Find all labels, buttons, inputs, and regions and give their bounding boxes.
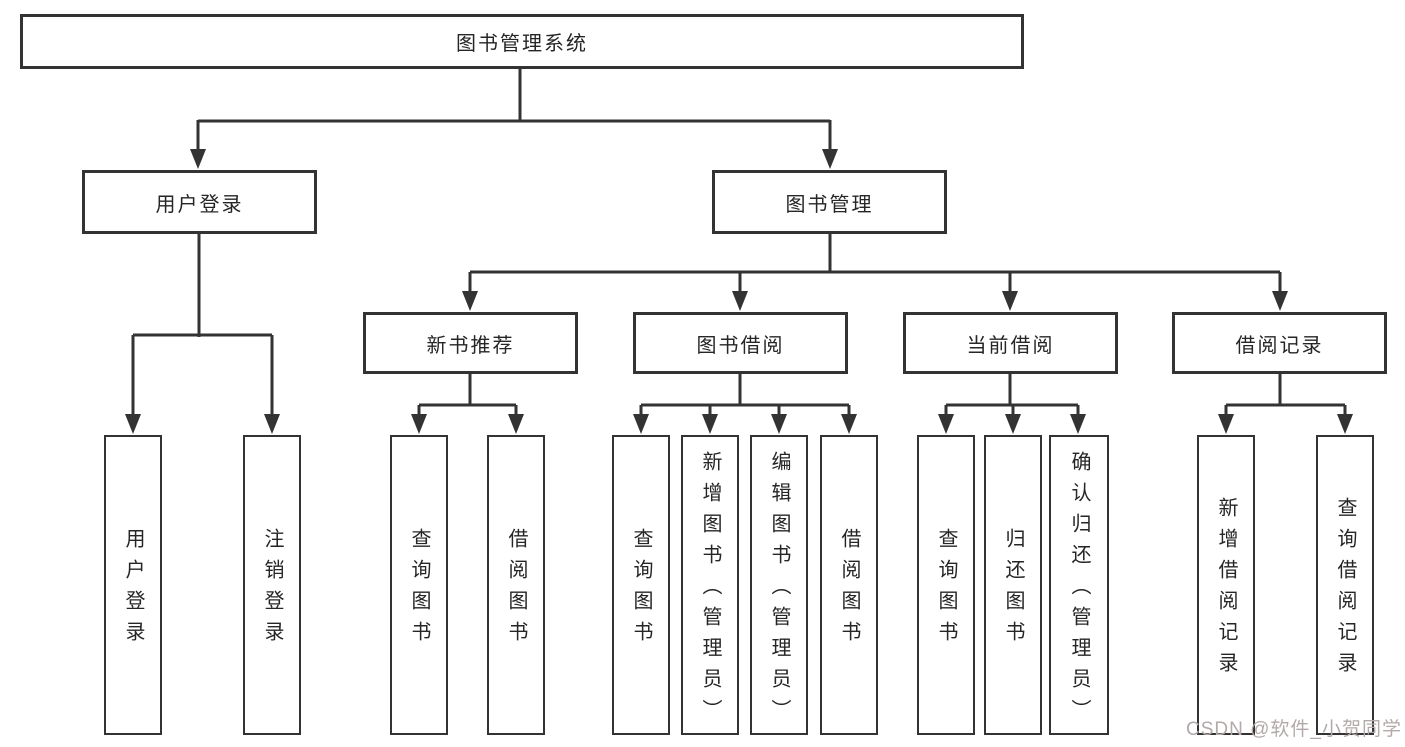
leaf-add-books-admin: 新增图书（管理员） (681, 435, 739, 735)
leaf-logout: 注销登录 (243, 435, 301, 735)
node-new-book-recommendation: 新书推荐 (363, 312, 578, 374)
node-label: 图书管理 (785, 193, 874, 216)
leaf-add-borrow-record: 新增借阅记录 (1197, 435, 1255, 735)
node-book-borrowing: 图书借阅 (633, 312, 848, 374)
node-book-management: 图书管理 (712, 170, 947, 234)
connector-path (131, 69, 1347, 417)
node-library-management-system: 图书管理系统 (20, 14, 1024, 69)
node-label: 查询图书 (630, 528, 652, 652)
leaf-borrow-books-recommend: 借阅图书 (487, 435, 545, 735)
leaf-confirm-return-admin: 确认归还（管理员） (1049, 435, 1109, 735)
leaf-query-borrow-record: 查询借阅记录 (1316, 435, 1374, 735)
leaf-borrow-books: 借阅图书 (820, 435, 878, 735)
node-label: 借阅图书 (505, 528, 527, 652)
node-label: 借阅图书 (838, 528, 860, 652)
leaf-query-books-borrowing: 查询图书 (612, 435, 670, 735)
node-label: 编辑图书（管理员） (768, 450, 790, 730)
node-label: 查询图书 (935, 528, 957, 652)
node-label: 用户登录 (155, 193, 244, 216)
node-label: 图书借阅 (696, 334, 785, 357)
node-borrowing-records: 借阅记录 (1172, 312, 1387, 374)
node-label: 用户登录 (122, 528, 144, 652)
leaf-user-login: 用户登录 (104, 435, 162, 735)
node-label: 新增图书（管理员） (699, 450, 721, 730)
node-label: 新书推荐 (426, 334, 515, 357)
node-current-borrowing: 当前借阅 (903, 312, 1118, 374)
node-user-login: 用户登录 (82, 170, 317, 234)
csdn-watermark: CSDN @软件_小贺同学 (1186, 719, 1402, 740)
node-label: 查询图书 (408, 528, 430, 652)
node-label: 新增借阅记录 (1215, 497, 1237, 683)
leaf-query-books-recommend: 查询图书 (390, 435, 448, 735)
leaf-query-books-current: 查询图书 (917, 435, 975, 735)
leaf-return-books: 归还图书 (984, 435, 1042, 735)
node-label: 借阅记录 (1235, 334, 1324, 357)
arrowheads (125, 149, 1353, 434)
node-label: 图书管理系统 (456, 33, 588, 55)
node-label: 注销登录 (261, 528, 283, 652)
node-label: 归还图书 (1002, 528, 1024, 652)
leaf-edit-books-admin: 编辑图书（管理员） (750, 435, 808, 735)
node-label: 当前借阅 (966, 334, 1055, 357)
node-label: 查询借阅记录 (1334, 497, 1356, 683)
node-label: 确认归还（管理员） (1068, 450, 1090, 730)
